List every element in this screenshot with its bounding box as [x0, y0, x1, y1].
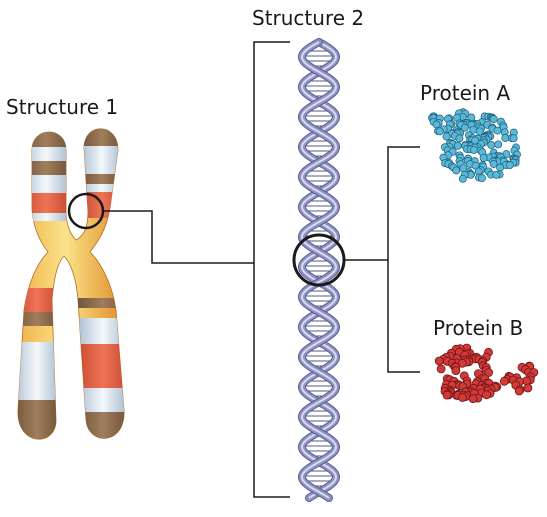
protein-b-structure: [434, 343, 539, 404]
connector-lines: [104, 41, 420, 498]
protein-a-residue: [458, 174, 467, 183]
protein-a-residue: [455, 134, 464, 143]
protein-a-residue: [475, 127, 484, 136]
protein-a-residue: [470, 145, 478, 154]
structure-1-label: Structure 1: [6, 95, 119, 119]
protein-b-residue: [468, 394, 478, 404]
connector-chromosome-to-bracket: [104, 210, 254, 264]
protein-a-structure: [428, 108, 521, 183]
protein-a-residue: [492, 170, 501, 179]
protein-a-residue: [487, 140, 496, 149]
chromosome-highlight-circle: [67, 192, 105, 230]
protein-b-label: Protein B: [433, 316, 524, 340]
dna-strand-2-highlight: [300, 41, 338, 499]
protein-b-residue: [451, 366, 461, 376]
protein-b-residue: [523, 383, 533, 393]
protein-a-residue: [479, 153, 488, 162]
protein-bracket: [387, 146, 420, 373]
protein-a-residue: [478, 174, 486, 183]
protein-a-residue: [453, 141, 462, 150]
dna-bracket: [253, 41, 290, 498]
dna-strand-1-highlight: [300, 41, 338, 499]
protein-a-residue: [494, 140, 503, 149]
protein-b-residue: [514, 386, 524, 396]
dna-double-helix: [297, 38, 341, 502]
protein-a-residue: [505, 161, 514, 170]
protein-b-residue: [434, 356, 444, 366]
protein-a-residue: [452, 166, 461, 175]
protein-a-residue: [435, 127, 444, 136]
protein-a-residue: [496, 163, 505, 172]
protein-a-residue: [442, 132, 451, 141]
protein-a-label: Protein A: [420, 81, 511, 105]
protein-a-residue: [509, 134, 518, 143]
protein-b-residue: [482, 390, 491, 400]
protein-a-residue: [432, 120, 441, 129]
protein-b-residue: [458, 393, 467, 402]
protein-a-residue: [489, 115, 498, 124]
protein-b-residue: [436, 364, 446, 374]
protein-a-residue: [460, 123, 469, 132]
dna-highlight-circle: [292, 233, 346, 287]
protein-b-residue: [442, 390, 452, 400]
chromosome-structure-1: [17, 128, 125, 440]
protein-b-residue: [499, 376, 509, 386]
protein-b-residue: [457, 358, 467, 368]
structure-2-label: Structure 2: [252, 6, 365, 30]
protein-a-residue: [489, 160, 498, 168]
protein-a-residue: [493, 126, 502, 135]
